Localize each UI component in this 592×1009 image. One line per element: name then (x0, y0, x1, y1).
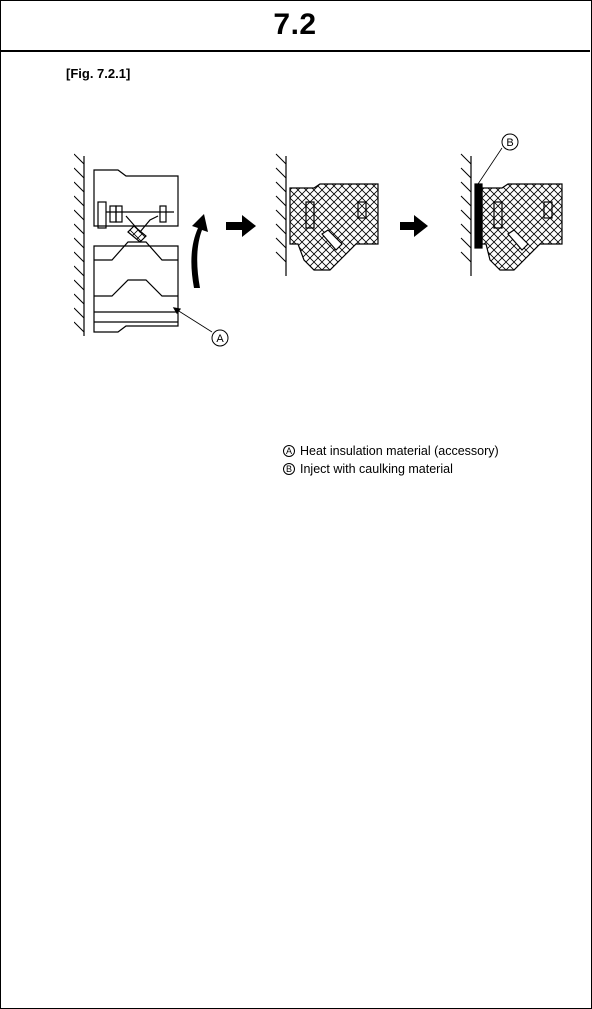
step2-insulated-valve (275, 153, 379, 276)
step1-valve-drawing (74, 153, 213, 336)
caulking-layer (474, 183, 483, 249)
right-arrow-icon (226, 215, 256, 237)
rotate-arrow-icon (191, 214, 208, 288)
figure-label: [Fig. 7.2.1] (66, 66, 131, 81)
svg-text:A: A (216, 333, 224, 345)
callout-mark-a: A (283, 445, 295, 457)
step3-caulked-valve (460, 147, 563, 276)
callout-b: B (501, 133, 519, 151)
legend-text-b: Inject with caulking material (300, 462, 453, 476)
legend-item-b: B Inject with caulking material (283, 460, 499, 478)
callout-mark-b: B (283, 463, 295, 475)
legend-item-a: A Heat insulation material (accessory) (283, 442, 499, 460)
section-title: 7.2 (273, 8, 317, 41)
callout-a: A (211, 329, 229, 347)
insulation-diagram: A B (74, 133, 563, 347)
svg-text:B: B (506, 137, 513, 149)
legend-text-a: Heat insulation material (accessory) (300, 444, 499, 458)
right-arrow-icon (400, 215, 428, 237)
figure-legend: A Heat insulation material (accessory) B… (283, 442, 499, 478)
section-header: 7.2 (0, 0, 590, 52)
